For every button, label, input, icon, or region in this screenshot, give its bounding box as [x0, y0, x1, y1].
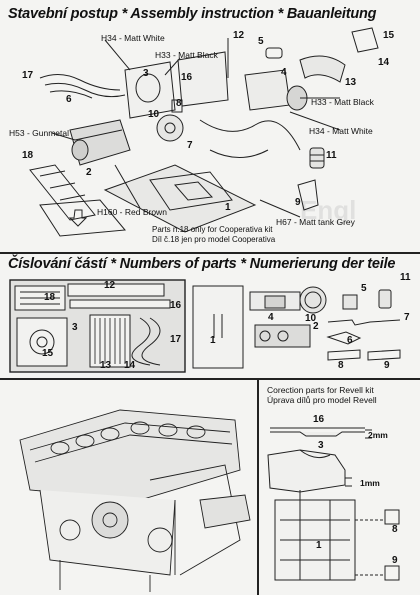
assembly-header: Stavební postup * Assembly instruction *… — [8, 6, 377, 22]
assembly-num-15: 15 — [383, 30, 395, 41]
assembly-num-18: 18 — [22, 150, 34, 161]
cooperativa-note-line1: Parts n.18 only for Cooperativa kit — [152, 225, 273, 234]
assembly-num-16: 16 — [181, 72, 193, 83]
revell-num-9: 9 — [392, 555, 398, 566]
assembly-num-5: 5 — [258, 36, 264, 47]
parts-num-15: 15 — [42, 348, 54, 359]
divider-1 — [0, 252, 420, 254]
assembly-num-7: 7 — [187, 140, 193, 151]
divider-2 — [0, 378, 420, 380]
callout-h160-red-brown: H160 - Red Brown — [97, 207, 167, 217]
parts-num-18: 18 — [44, 292, 56, 303]
parts-header: Číslování částí * Numbers of parts * Num… — [8, 256, 396, 272]
parts-num-10: 10 — [305, 313, 317, 324]
revell-dim-2mm: 2mm — [368, 430, 388, 440]
assembly-num-4: 4 — [281, 67, 287, 78]
revell-num-8: 8 — [392, 524, 398, 535]
parts-num-14: 14 — [124, 360, 136, 371]
assembly-num-2: 2 — [86, 167, 92, 178]
faint-background-text: Engl — [300, 195, 357, 225]
callout-h33-matt-black-right: H33 - Matt Black — [311, 97, 374, 107]
revell-title-cz: Úprava dílů pro model Revell — [267, 395, 377, 405]
parts-num-8: 8 — [338, 360, 344, 371]
revell-title-en: Corection parts for Revell kit — [267, 385, 374, 395]
divider-3 — [257, 380, 259, 595]
parts-num-3: 3 — [72, 322, 78, 333]
assembly-num-17: 17 — [22, 70, 34, 81]
parts-num-12: 12 — [104, 280, 116, 291]
assembly-num-13: 13 — [345, 77, 357, 88]
parts-num-7: 7 — [404, 312, 410, 323]
parts-num-5: 5 — [361, 283, 367, 294]
cooperativa-note-line2: Díl č.18 jen pro model Cooperativa — [152, 235, 276, 244]
parts-num-16: 16 — [170, 300, 182, 311]
assembly-num-8: 8 — [176, 98, 182, 109]
assembly-num-10: 10 — [148, 109, 160, 120]
callout-h67-tank-grey: H67 - Matt tank Grey — [276, 217, 355, 227]
parts-num-9: 9 — [384, 360, 390, 371]
assembly-num-11: 11 — [326, 150, 337, 161]
callout-h34-matt-white: H34 - Matt White — [101, 33, 165, 43]
revell-num-16: 16 — [313, 414, 325, 425]
parts-num-11: 11 — [400, 272, 411, 283]
assembly-num-1: 1 — [225, 202, 231, 213]
revell-num-1: 1 — [316, 540, 322, 551]
assembly-num-3: 3 — [143, 68, 149, 79]
parts-num-2: 2 — [313, 321, 319, 332]
parts-num-13: 13 — [100, 360, 112, 371]
parts-num-17: 17 — [170, 334, 182, 345]
assembly-num-9: 9 — [295, 197, 301, 208]
parts-num-4: 4 — [268, 312, 274, 323]
parts-num-6: 6 — [347, 335, 353, 346]
revell-dim-1mm: 1mm — [360, 478, 380, 488]
parts-num-1: 1 — [210, 335, 216, 346]
callout-h33-matt-black: H33 - Matt Black — [155, 50, 218, 60]
callout-h34-matt-white-right: H34 - Matt White — [309, 126, 373, 136]
assembly-num-6: 6 — [66, 94, 72, 105]
assembly-num-14: 14 — [378, 57, 390, 68]
assembly-num-12: 12 — [233, 30, 245, 41]
revell-num-3: 3 — [318, 440, 324, 451]
callout-h53-gunmetal: H53 - Gunmetal — [9, 128, 69, 138]
